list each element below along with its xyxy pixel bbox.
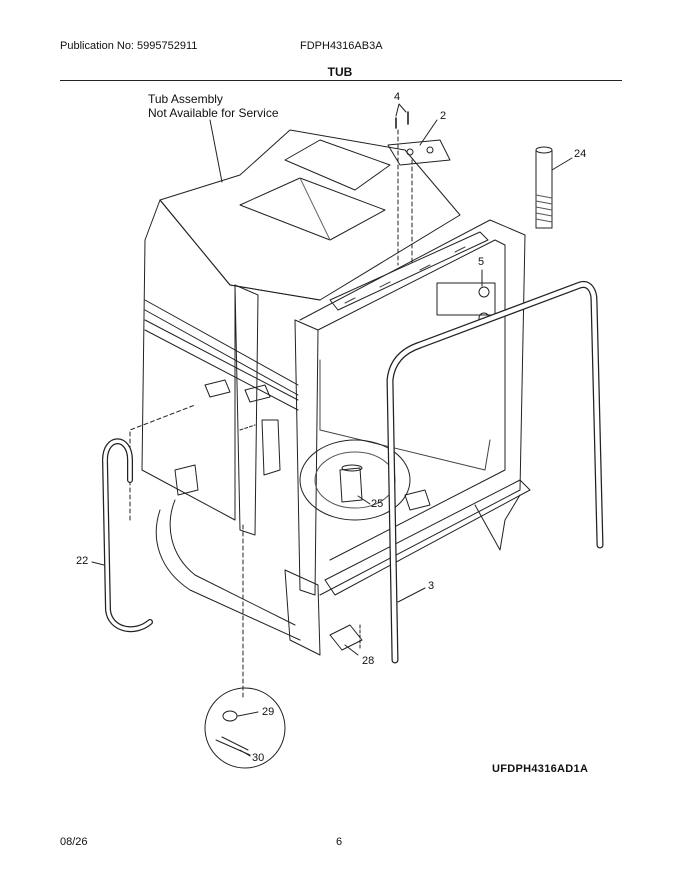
- tub-top-rail: [329, 231, 489, 311]
- leader-3: [397, 587, 426, 603]
- model-number: FDPH4316AB3A: [300, 40, 383, 52]
- leader-2: [419, 119, 438, 146]
- tub-assembly-note-line1: Tub Assembly: [148, 92, 223, 106]
- tub-front-frame-inner: [317, 239, 506, 561]
- callout-5: 5: [478, 256, 485, 268]
- part-24-fill-tube: [535, 149, 553, 229]
- side-bracket: [204, 379, 231, 398]
- tub-base-foot: [474, 494, 521, 551]
- callout-25: 25: [371, 498, 384, 510]
- tub-top-recess: [284, 139, 391, 191]
- tub-interior-back: [319, 359, 491, 471]
- leader-29: [237, 711, 259, 717]
- page-number: 6: [336, 836, 343, 848]
- tub-left-wall: [141, 199, 236, 521]
- tub-assembly-note-line2: Not Available for Service: [148, 106, 279, 120]
- leader-22: [91, 561, 105, 566]
- callout-24: 24: [574, 148, 587, 160]
- tub-front-left-post: [234, 284, 259, 536]
- callout-2: 2: [440, 110, 447, 122]
- drawing-id: UFDPH4316AD1A: [492, 763, 589, 775]
- tub-rib: [144, 299, 299, 386]
- side-clip: [174, 464, 199, 496]
- tub-sump: [299, 439, 411, 521]
- tub-floor-lip: [324, 479, 531, 596]
- tub-front-frame: [299, 219, 526, 596]
- callout-4: 4: [394, 91, 401, 103]
- publication-number: Publication No: 5995752911: [60, 40, 198, 52]
- part-2-bracket: [387, 139, 451, 166]
- leader-tub-note: [209, 119, 223, 183]
- vent-bracket: [261, 419, 281, 476]
- leader-30: [239, 749, 251, 757]
- leader-28: [344, 644, 359, 656]
- tub-base-frame: [155, 509, 301, 641]
- callout-22: 22: [76, 555, 89, 567]
- leader-24: [551, 157, 573, 171]
- section-title: TUB: [327, 65, 353, 79]
- callout-3: 3: [428, 580, 435, 592]
- part-29-grommet: [222, 710, 238, 722]
- part-3-door-gasket: [386, 280, 604, 664]
- leader-25: [357, 495, 371, 505]
- callout-28: 28: [362, 655, 375, 667]
- header-rule: [60, 80, 622, 81]
- callout-29: 29: [262, 706, 275, 718]
- callout-30: 30: [252, 752, 265, 764]
- tub-assembly-drawing: [129, 129, 531, 701]
- detail-circle: [204, 687, 286, 769]
- tub-front-frame-post: [294, 319, 319, 596]
- part-28-switch: [329, 624, 363, 651]
- tub-front-bracket: [284, 569, 321, 656]
- part-5-bushing: [478, 286, 490, 298]
- leader-dashed: [129, 404, 196, 521]
- part-30-clip: [215, 736, 251, 756]
- part-25-hub: [339, 467, 363, 503]
- leader-4: [395, 103, 407, 117]
- float-part: [404, 489, 431, 511]
- footer-date: 08/26: [60, 836, 88, 848]
- tub-top-recess-inner: [239, 177, 386, 241]
